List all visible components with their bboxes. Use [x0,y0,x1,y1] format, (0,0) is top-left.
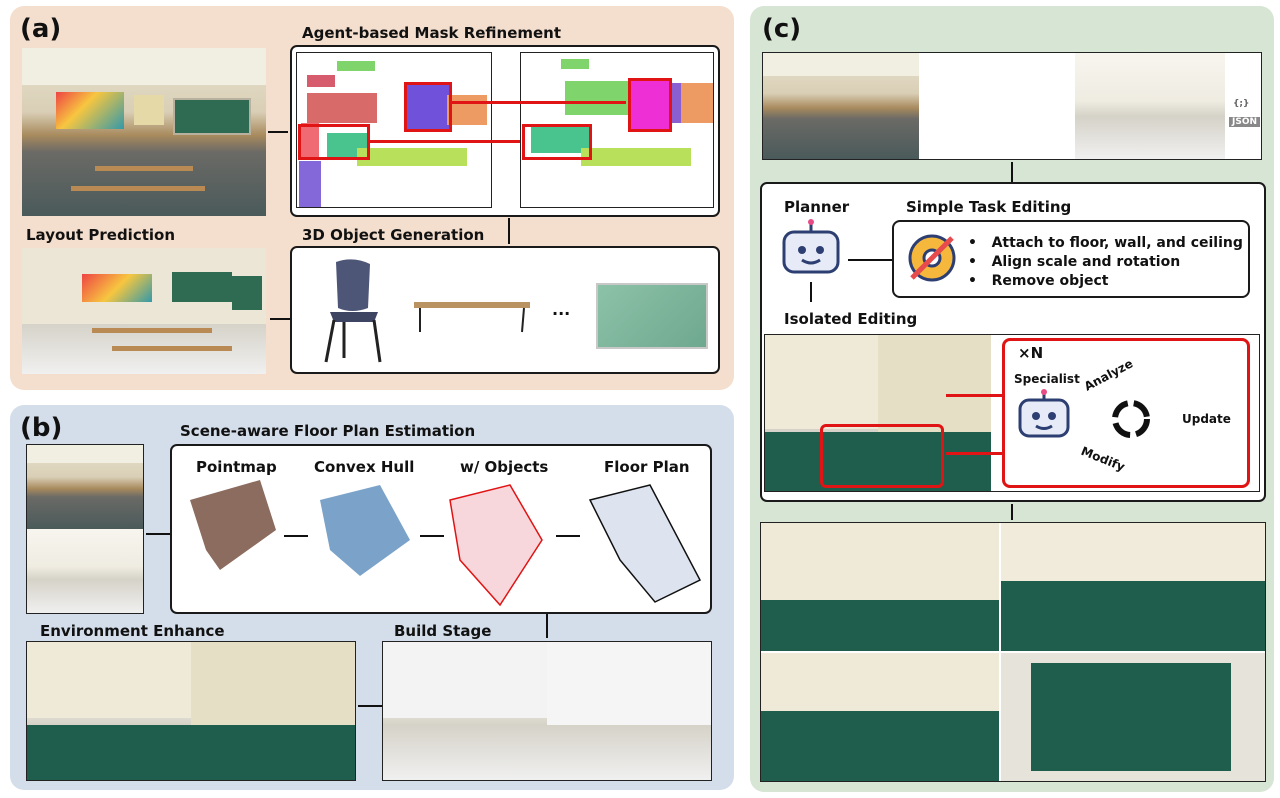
bullet-item: • Attach to floor, wall, and ceiling [968,235,1243,251]
red-arrow [946,394,1002,397]
layout-prediction-render [22,248,266,374]
isolated-editing-panel [764,334,1260,492]
floor-plan-title: Scene-aware Floor Plan Estimation [180,422,476,440]
red-highlight-box [628,78,672,132]
specialist-box [1002,338,1250,488]
build-stage-render [382,641,712,781]
input-classroom-photo [22,48,266,216]
specialist-label: Specialist [1014,372,1080,386]
update-label: Update [1182,412,1231,426]
json-braces-icon: {;} [1233,99,1250,109]
build-stage-title: Build Stage [394,622,492,640]
floor-plan-diagram [190,480,702,607]
arrow [1011,504,1013,520]
mask-before [296,52,492,208]
red-highlight-box [298,124,370,160]
panel-c-letter: (c) [762,14,802,44]
step-floor-plan: Floor Plan [604,458,690,476]
cycle-icon [1112,400,1150,438]
red-highlight-box [820,424,944,488]
arrow [146,533,170,535]
arrow [1011,162,1013,182]
red-arrow [370,140,520,143]
arrow [508,218,510,244]
object-generation-title: 3D Object Generation [302,226,485,244]
mask-refinement-title: Agent-based Mask Refinement [302,24,562,42]
layout-prediction-title: Layout Prediction [26,226,176,244]
panel-a-letter: (a) [20,14,62,44]
step-convex-hull: Convex Hull [314,458,415,476]
table-object [414,302,530,333]
ellipsis: ··· [552,304,571,323]
tools-gear-icon [908,234,956,282]
environment-enhance-render [26,641,356,781]
arrow [848,259,892,261]
red-arrow [452,101,626,104]
specialist-robot-icon [1018,389,1070,438]
step-pointmap: Pointmap [196,458,277,476]
chair-object [324,259,382,363]
arrow [546,614,548,638]
step-with-objects: w/ Objects [460,458,549,476]
simple-task-title: Simple Task Editing [906,198,1072,216]
arrow [270,318,290,320]
isolated-editing-title: Isolated Editing [784,310,918,328]
environment-enhance-title: Environment Enhance [40,622,225,640]
scene-strip: {;} JSON [762,52,1262,160]
bullet-item: • Align scale and rotation [968,254,1181,270]
red-arrow [946,452,1002,455]
floor-plan-input [26,444,144,614]
arrow [268,131,288,133]
arrow [358,705,382,707]
arrow [810,282,812,302]
simple-task-list: • Attach to floor, wall, and ceiling • A… [968,234,1243,291]
final-renders-grid [760,522,1266,782]
chalkboard-object [596,283,708,349]
panel-b-letter: (b) [20,413,63,443]
red-highlight-box [522,124,592,160]
red-highlight-box [404,82,452,132]
json-label: JSON [1229,117,1261,127]
mask-segment [337,61,375,71]
planner-label: Planner [784,198,850,216]
robot-icon [782,219,840,274]
times-n-label: ×N [1018,344,1044,362]
bullet-item: • Remove object [968,273,1109,289]
